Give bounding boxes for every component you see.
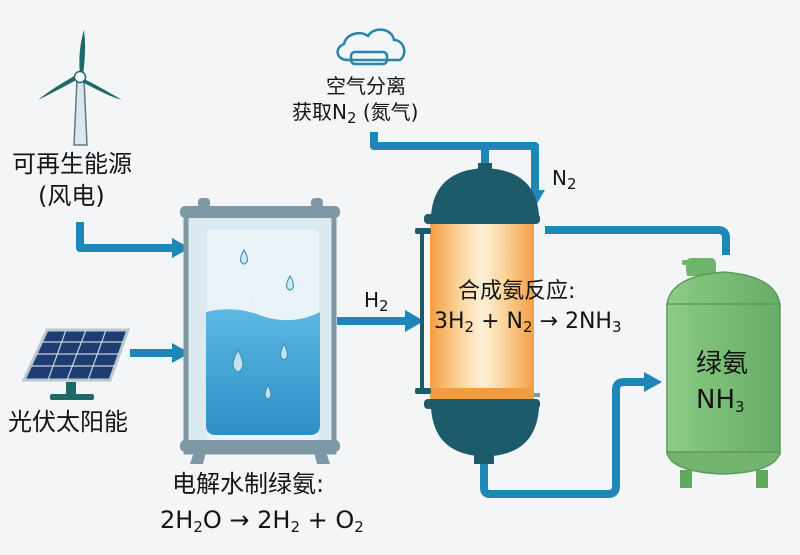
equation-text: 3H	[434, 309, 465, 334]
air-separation-line1: 空气分离	[326, 74, 406, 98]
subscript: 2	[193, 518, 203, 536]
h2-text: H	[364, 288, 380, 312]
arrow-head-icon	[172, 343, 190, 363]
nh3-text: NH	[696, 385, 735, 415]
air-separation-line2: 获取N2 (氮气)	[292, 98, 418, 126]
subscript: 2	[566, 175, 577, 193]
n2-pipe	[370, 132, 539, 190]
air-separation-text: 获取N	[292, 100, 347, 124]
product-pipe-bottom	[480, 378, 644, 498]
solar-label: 光伏太阳能	[8, 408, 128, 436]
equation-text: 2H	[160, 506, 194, 534]
equation-text: O → 2H	[202, 506, 291, 534]
equation-text: + O	[300, 506, 355, 534]
equation-text: + N	[474, 309, 523, 334]
n2-arrow-label: N2	[552, 164, 577, 192]
air-separation-text: (氮气)	[356, 100, 419, 124]
electrolysis-equation: 2H2O → 2H2 + O2	[160, 506, 364, 536]
equation-text: → 2NH	[532, 309, 612, 334]
subscript: 2	[379, 297, 389, 315]
tank-label-line2: NH3	[696, 385, 745, 416]
wind-label-line1: 可再生能源	[12, 150, 132, 178]
electrolyzer-icon	[180, 198, 340, 464]
subscript: 2	[522, 318, 533, 336]
wind-pipe	[76, 222, 172, 252]
subscript: 3	[611, 318, 622, 336]
subscript: 2	[464, 318, 475, 336]
subscript: 2	[354, 518, 364, 536]
cloud-icon	[336, 28, 406, 66]
h2-arrow-label: H2	[364, 286, 389, 314]
tank-label-line1: 绿氨	[696, 349, 749, 379]
wind-turbine-icon	[38, 30, 122, 146]
arrow-head-icon	[172, 238, 190, 258]
arrow-head-icon	[644, 372, 662, 392]
reactor-icon	[415, 163, 540, 464]
pipe-network	[76, 132, 730, 498]
subscript: 3	[735, 398, 745, 416]
reactor-title: 合成氨反应:	[458, 279, 576, 304]
electrolysis-title: 电解水制绿氨:	[172, 470, 325, 498]
n2-text: N	[552, 166, 567, 190]
reactor-equation: 3H2 + N2 → 2NH3	[434, 308, 622, 336]
arrow-head-icon	[405, 310, 424, 332]
product-pipe-top	[545, 226, 730, 255]
solar-panel-icon	[21, 328, 131, 400]
wind-label-line2: (风电)	[38, 182, 105, 210]
subscript: 2	[290, 518, 300, 536]
ammonia-tank-icon	[666, 258, 781, 488]
subscript: 2	[346, 109, 357, 127]
